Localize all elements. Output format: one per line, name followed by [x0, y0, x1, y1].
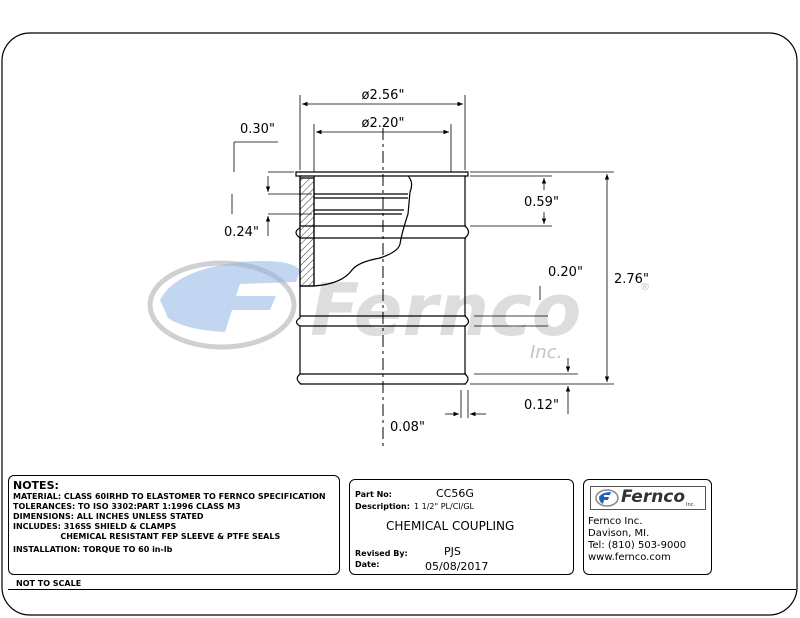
svg-text:0.12": 0.12" [524, 398, 559, 413]
description-value: 1 1/2" PL/CI/GL [414, 502, 475, 511]
notes-title: NOTES: [13, 479, 59, 492]
company-logo: Fernco Inc. [590, 486, 706, 510]
date-value: 05/08/2017 [425, 560, 489, 573]
revised-by-label: Revised By: [355, 549, 408, 558]
dim-inner-diameter: ø2.20" [313, 116, 452, 172]
part-no-value: CC56G [436, 487, 474, 500]
fernco-watermark: Fernco Inc. ® [147, 260, 650, 363]
dim-outer-diameter: ø2.56" [299, 88, 466, 170]
svg-text:0.59": 0.59" [524, 195, 559, 210]
footer-divider [8, 589, 796, 590]
dim-gap: 0.20" [474, 265, 583, 327]
note-line: CHEMICAL RESISTANT FEP SLEEVE & PTFE SEA… [13, 532, 281, 541]
dim-band-width: 0.59" [470, 175, 559, 227]
svg-text:0.20": 0.20" [548, 265, 583, 280]
svg-text:0.24": 0.24" [224, 225, 259, 240]
dim-groove: 0.24" [224, 194, 312, 240]
logo-sub: Inc. [686, 502, 695, 508]
logo-text: Fernco [621, 487, 686, 507]
fernco-logo-icon [595, 489, 619, 507]
note-line: TOLERANCES: TO ISO 3302:PART 1:1996 CLAS… [13, 502, 241, 511]
note-line: INSTALLATION: TORQUE TO 60 in-lb [13, 545, 173, 554]
svg-text:2.76": 2.76" [614, 272, 649, 287]
svg-text:0.08": 0.08" [390, 420, 425, 435]
watermark-registered: ® [640, 282, 650, 293]
description-label: Description: [355, 502, 410, 511]
note-line: INCLUDES: 316SS SHIELD & CLAMPS [13, 522, 177, 531]
note-line: MATERIAL: CLASS 60IRHD TO ELASTOMER TO F… [13, 492, 326, 501]
company-website: www.fernco.com [588, 552, 671, 563]
sheet-border [1, 32, 798, 616]
part-block [349, 479, 574, 575]
drawing-title: CHEMICAL COUPLING [386, 519, 515, 533]
watermark-suffix: Inc. [530, 342, 562, 363]
company-name: Fernco Inc. [588, 516, 643, 527]
scale-note: NOT TO SCALE [16, 579, 82, 588]
dim-wall-thickness: 0.08" [390, 390, 486, 435]
company-location: Davison, MI. [588, 528, 650, 539]
notes-list: MATERIAL: CLASS 60IRHD TO ELASTOMER TO F… [13, 492, 326, 555]
company-block [583, 479, 712, 575]
svg-text:ø2.20": ø2.20" [362, 116, 405, 131]
dim-bottom-band: 0.12" [474, 358, 578, 414]
dim-top-lip: 0.30" [233, 122, 312, 195]
watermark-brand: Fernco [310, 268, 581, 352]
note-line: DIMENSIONS: ALL INCHES UNLESS STATED [13, 512, 204, 521]
svg-text:ø2.56": ø2.56" [362, 88, 405, 103]
svg-text:0.30": 0.30" [240, 122, 275, 137]
date-label: Date: [355, 560, 380, 569]
notes-block [8, 475, 340, 575]
revised-by-value: PJS [444, 545, 461, 558]
company-tel: Tel: (810) 503-9000 [588, 540, 687, 551]
dim-overall-height: 2.76" [470, 171, 649, 385]
coupling-profile [295, 171, 470, 385]
part-no-label: Part No: [355, 490, 392, 499]
